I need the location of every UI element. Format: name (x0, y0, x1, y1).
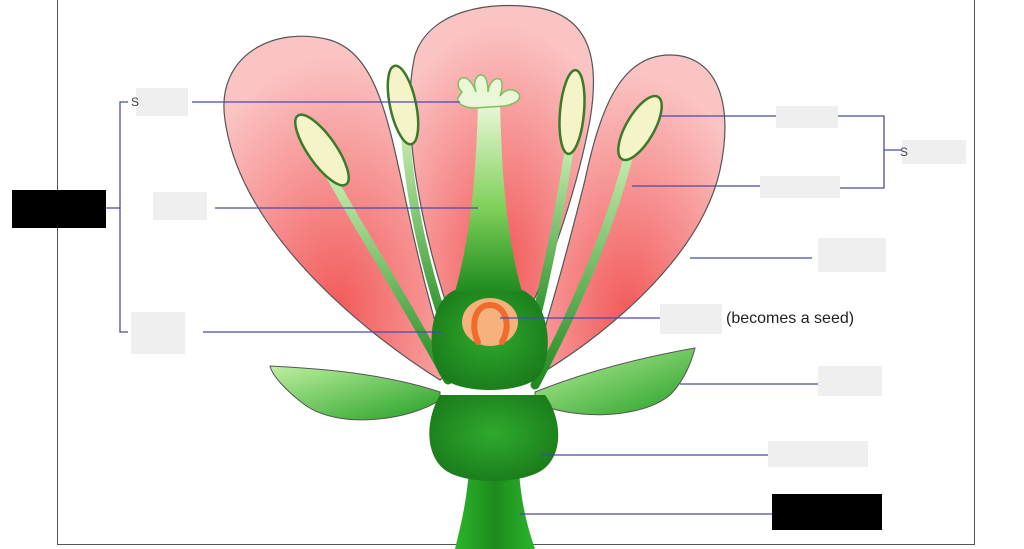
stigma (457, 74, 521, 109)
anther (294, 113, 350, 187)
label-box-filament[interactable] (760, 176, 840, 198)
sepals (269, 347, 696, 421)
answer-boxes (12, 88, 966, 530)
label-box-stigma[interactable] (136, 88, 188, 116)
label-box-style[interactable] (153, 192, 207, 220)
label-box-stamen[interactable] (902, 140, 966, 164)
label-box-pistil[interactable] (12, 190, 106, 228)
bracket-stamen (838, 115, 885, 189)
label-box-receptacle[interactable] (768, 441, 868, 467)
label-box-ovule[interactable] (660, 304, 722, 334)
filament (530, 145, 635, 390)
label-box-sepal[interactable] (818, 366, 882, 396)
label-box-anther[interactable] (776, 106, 838, 128)
label-box-ovary[interactable] (131, 312, 185, 354)
label-box-stem[interactable] (772, 494, 882, 530)
filament (325, 170, 453, 385)
label-box-petal[interactable] (818, 238, 886, 272)
ovule-inner (471, 301, 510, 345)
bracket-pistil (119, 101, 128, 333)
receptacle (429, 395, 559, 482)
anther (558, 68, 586, 156)
style (455, 105, 522, 292)
anther (617, 94, 663, 162)
sepal-right (534, 347, 696, 416)
ovule-caption: (becomes a seed) (726, 310, 855, 327)
sepal-left (269, 365, 441, 421)
stamen-label-fragment: S (900, 145, 909, 159)
stigma-label-fragment: S (131, 95, 140, 109)
leader-lines (105, 101, 902, 515)
